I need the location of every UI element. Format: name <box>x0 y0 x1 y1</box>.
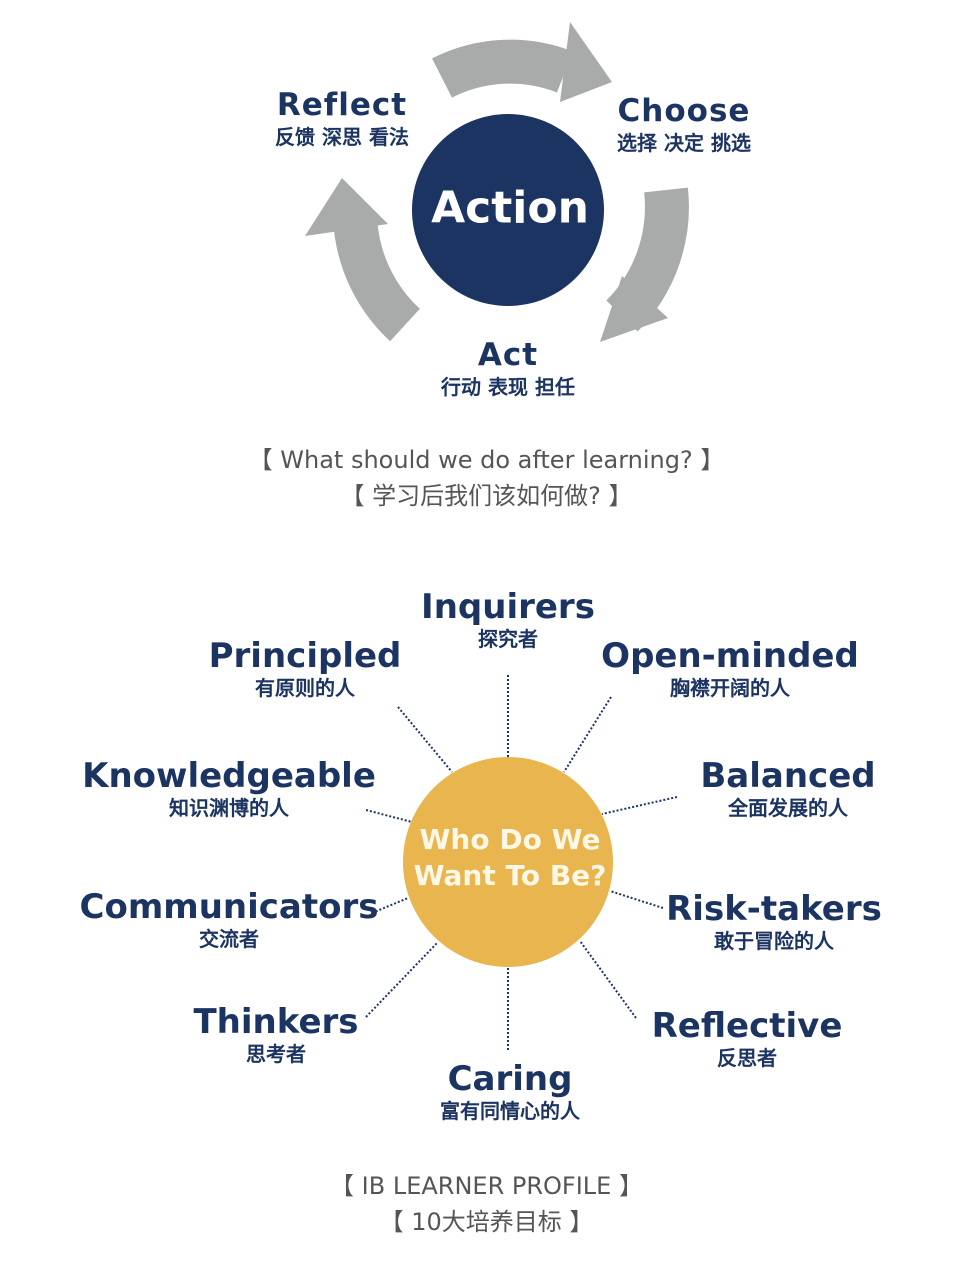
arrowhead-icon <box>560 22 612 102</box>
step-reflect: Reflect 反馈 深思 看法 <box>275 86 409 150</box>
arrow-reflect-to-choose <box>432 39 574 98</box>
step-en: Act <box>477 337 539 373</box>
profile-caption-zh: 【 10大培养目标 】 <box>379 1208 594 1236</box>
attribute-en: Knowledgeable <box>82 756 376 796</box>
attribute-zh: 敢于冒险的人 <box>713 929 834 953</box>
attribute-en: Inquirers <box>421 587 595 627</box>
center-sun-circle <box>403 757 613 967</box>
arrowhead-icon <box>305 178 388 236</box>
attribute-en: Open-minded <box>601 636 859 676</box>
step-en: Reflect <box>276 87 408 123</box>
attribute-zh: 思考者 <box>246 1042 306 1066</box>
step-act: Act 行动 表现 担任 <box>441 336 575 400</box>
arrow-act-to-reflect <box>333 213 421 342</box>
step-zh: 选择 决定 挑选 <box>617 131 751 155</box>
attribute-zh: 探究者 <box>477 627 538 651</box>
center-line-2: Want To Be? <box>413 859 607 892</box>
attribute-en: Principled <box>208 636 402 676</box>
step-choose: Choose 选择 决定 挑选 <box>617 92 751 156</box>
attribute-en: Reflective <box>651 1006 843 1046</box>
attribute-zh: 全面发展的人 <box>728 796 848 820</box>
action-center-label: Action <box>431 182 589 234</box>
attribute-en: Caring <box>447 1059 573 1099</box>
profile-caption-en: 【 IB LEARNER PROFILE 】 <box>330 1172 643 1200</box>
attribute-zh: 富有同情心的人 <box>440 1099 580 1123</box>
attribute-en: Risk-takers <box>666 889 882 929</box>
attribute-zh: 有原则的人 <box>255 676 355 700</box>
attribute-zh: 胸襟开阔的人 <box>669 676 790 700</box>
step-en: Choose <box>617 93 751 129</box>
attribute-en: Communicators <box>79 887 379 927</box>
action-caption-en: 【 What should we do after learning? 】 <box>248 446 725 474</box>
attribute-en: Thinkers <box>193 1002 359 1042</box>
step-zh: 行动 表现 担任 <box>441 375 575 399</box>
step-zh: 反馈 深思 看法 <box>275 125 409 149</box>
center-line-1: Who Do We <box>419 823 601 856</box>
action-caption-zh: 【 学习后我们该如何做? 】 <box>340 482 633 510</box>
attribute-en: Balanced <box>700 756 876 796</box>
attribute-zh: 交流者 <box>198 927 259 951</box>
spokes <box>365 675 678 1050</box>
attribute-zh: 知识渊博的人 <box>168 796 289 820</box>
arrowhead-icon <box>600 276 668 342</box>
attribute-zh: 反思者 <box>716 1046 777 1070</box>
action-circle <box>412 114 604 306</box>
sun-center-label: Who Do We Want To Be? <box>414 822 607 894</box>
